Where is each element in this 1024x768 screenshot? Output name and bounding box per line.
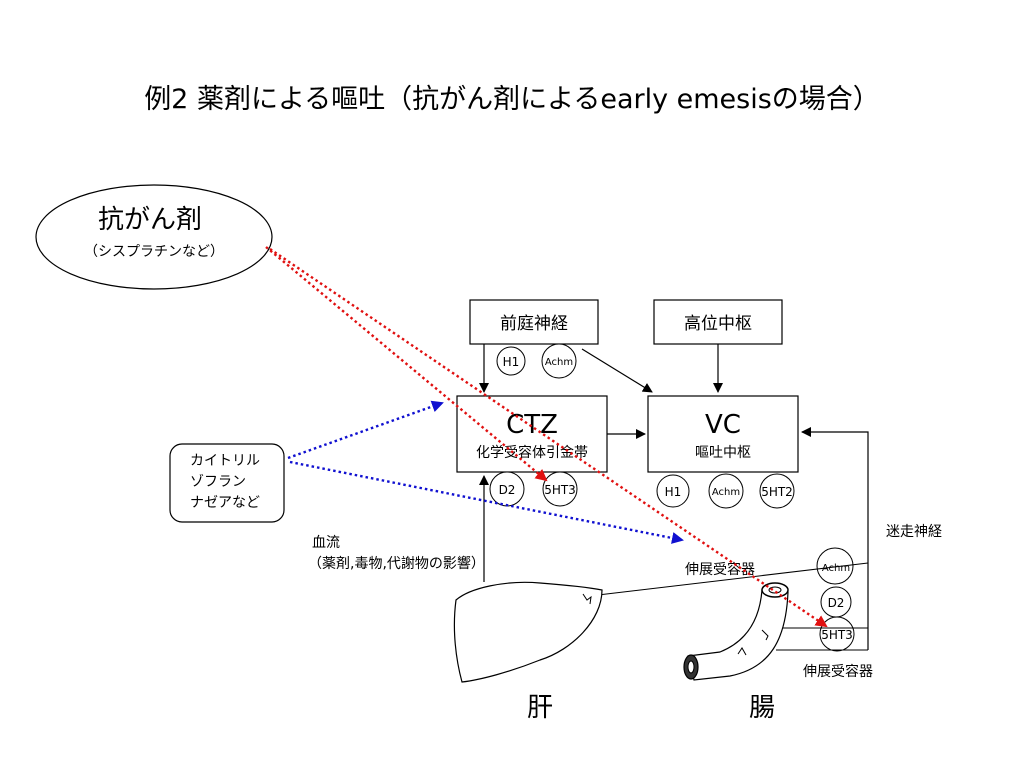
liver-label: 肝 [527, 693, 553, 723]
receptor-5ht3-ctz-label: 5HT3 [544, 483, 576, 497]
vagus-nerve-line [801, 427, 869, 650]
receptor-h1-vc-label: H1 [665, 485, 682, 499]
vestibular-box [469, 299, 599, 345]
receptor-achm-vestibular [541, 343, 577, 379]
higher-center-label: 高位中枢 [684, 314, 752, 334]
intestine-nerve-ending-1 [761, 629, 769, 641]
vc-box [647, 395, 799, 473]
antiemetic-box [169, 443, 285, 523]
receptor-h1-vestibular [496, 346, 526, 376]
receptor-5ht3-vagus [819, 616, 855, 652]
anticancer-to-ctz-path [265, 246, 548, 482]
higher-center-box [653, 299, 783, 345]
receptor-h1-vc [656, 474, 690, 508]
anticancer-label: 抗がん剤 [98, 205, 202, 235]
vc-label: VC [705, 410, 741, 440]
vagus-label: 迷走神経 [886, 524, 942, 540]
ctz-label: CTZ [506, 410, 558, 440]
receptor-d2-vagus-label: D2 [828, 596, 845, 610]
anticancer-examples: （シスプラチンなど） [84, 244, 224, 260]
intestine-shape [687, 589, 789, 681]
liver-shape [453, 581, 603, 683]
receptor-achm-vc [708, 473, 744, 509]
ctz-sub: 化学受容体引金帯 [476, 444, 588, 461]
receptor-achm-vc-label: Achm [712, 487, 740, 498]
blood-flow-label: 血流 [312, 535, 340, 551]
receptor-h1-vestibular-label: H1 [503, 355, 520, 369]
receptor-5ht3-ctz [542, 471, 578, 507]
stretch-receptor-label-1: 伸展受容器 [685, 561, 755, 578]
vc-sub: 嘔吐中枢 [695, 445, 751, 461]
antiemetic-to-vagus-path [289, 460, 684, 544]
receptor-achm-vagus-label: Achm [822, 563, 850, 574]
anticancer-to-intestine-path [269, 248, 828, 628]
antiemetic-to-ctz-path [287, 400, 444, 460]
vestibular-label: 前庭神経 [500, 314, 568, 334]
liver-nerve-line [597, 562, 869, 596]
intestine-lumen-bottom [687, 660, 695, 674]
intestine-nerve-ending-2 [737, 647, 747, 656]
antiemetic-line3: ナゼアなど [190, 495, 260, 511]
receptor-achm-vagus [816, 547, 854, 585]
antiemetic-line1: カイトリル [190, 453, 260, 469]
receptor-5ht2-vc-label: 5HT2 [761, 485, 793, 499]
receptor-d2-ctz-label: D2 [499, 483, 516, 497]
intestine-label: 腸 [749, 693, 775, 723]
receptor-5ht2-vc [759, 473, 795, 509]
antiemetic-line2: ゾフラン [190, 474, 246, 490]
stretch-receptor-label-2: 伸展受容器 [803, 663, 873, 680]
page-title: 例2 薬剤による嘔吐（抗がん剤によるearly emesisの場合） [144, 84, 880, 115]
receptor-achm-vestibular-label: Achm [545, 357, 573, 368]
anticancer-ellipse [35, 184, 273, 290]
blood-flow-sub: （薬剤,毒物,代謝物の影響） [308, 555, 485, 572]
vestibular-to-vc-arrow [581, 348, 653, 393]
receptor-5ht3-vagus-label: 5HT3 [821, 628, 853, 642]
liver-nerve-ending [582, 593, 592, 605]
